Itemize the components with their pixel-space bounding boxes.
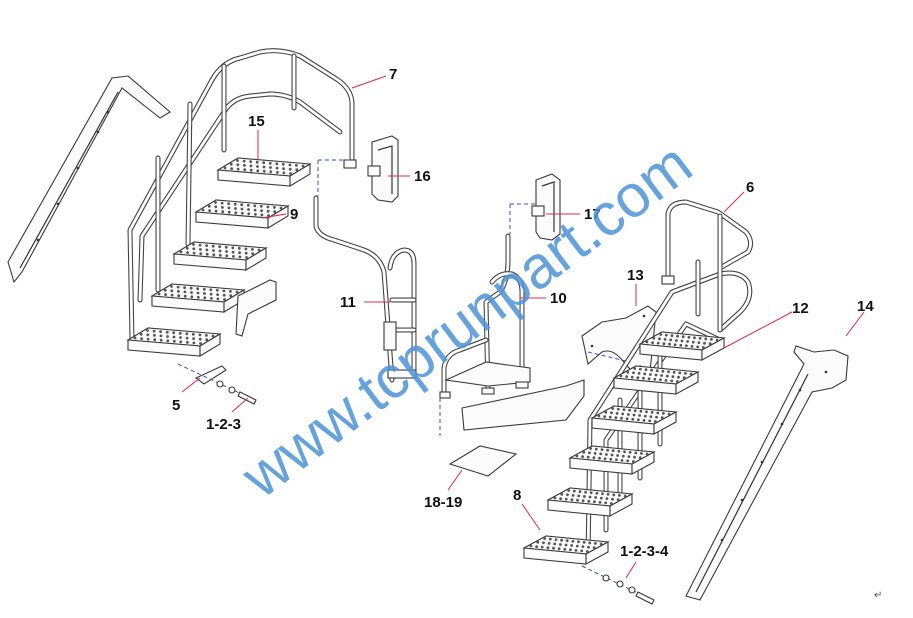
callout-labels: 7 15 16 9 17 6 13 11 10 12 14 5 1-2-3 18…: [172, 66, 874, 560]
callout-8: 8: [513, 487, 521, 504]
callout-15: 15: [248, 113, 265, 130]
rail-10: [439, 203, 540, 436]
callout-1-2-3-4: 1-2-3-4: [620, 543, 669, 560]
right-step-3: [568, 445, 656, 475]
right-step-4: [590, 405, 678, 435]
left-step-2: [150, 283, 246, 313]
callout-10: 10: [550, 290, 567, 307]
right-step-1: [522, 535, 610, 565]
left-steps: [126, 157, 312, 357]
callout-12: 12: [792, 300, 809, 317]
callout-7: 7: [389, 66, 397, 83]
left-stringer: [7, 75, 171, 284]
callout-5: 5: [172, 397, 180, 414]
right-step-2: [546, 487, 634, 517]
right-stringer: [685, 345, 849, 601]
right-bolt-stack: [581, 565, 655, 605]
left-step-1: [126, 327, 222, 357]
middle-rail-11: [313, 159, 417, 383]
kick-panel: [461, 379, 585, 431]
callout-9: 9: [290, 206, 298, 223]
callout-17: 17: [584, 206, 601, 223]
callout-6: 6: [746, 179, 754, 196]
plate-13: [581, 305, 657, 377]
left-step-3: [172, 241, 268, 271]
callout-13: 13: [627, 267, 644, 284]
left-step-5: [216, 157, 312, 187]
left-handrail-assembly: [127, 48, 357, 343]
mirror-16: [367, 135, 399, 203]
label-plate-18-19: [448, 445, 518, 477]
right-step-6: [638, 331, 726, 361]
mirror-17: [531, 173, 561, 241]
left-step-4: [194, 199, 290, 229]
leader-lines: [181, 75, 865, 579]
callout-11: 11: [340, 294, 356, 311]
left-bracket-and-bolt: [177, 363, 257, 405]
loose-plate: [235, 279, 277, 337]
callout-14: 14: [857, 298, 874, 315]
end-mark: ↵: [874, 590, 882, 601]
right-steps: [522, 331, 726, 565]
callout-1-2-3: 1-2-3: [206, 416, 241, 433]
right-step-5: [612, 365, 700, 395]
callout-16: 16: [414, 168, 431, 185]
callout-18-19: 18-19: [424, 494, 462, 511]
